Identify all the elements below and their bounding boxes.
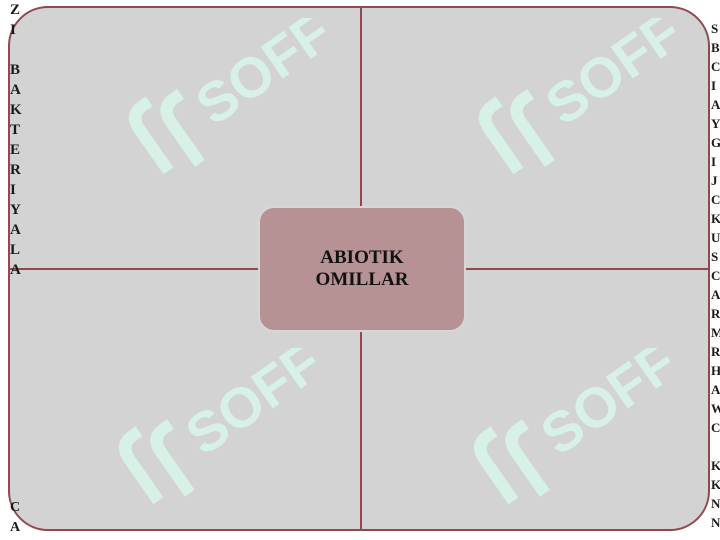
- right-edge-letter: B: [711, 40, 720, 55]
- right-edge-letter: C: [711, 420, 720, 435]
- right-edge-letter: A: [711, 97, 720, 112]
- left-edge-letter: A: [10, 262, 21, 278]
- right-edge-letter: I: [711, 154, 717, 169]
- left-edge-letter: A: [10, 82, 21, 98]
- left-edge-letter: A: [10, 222, 21, 238]
- right-edge-letter: C: [711, 268, 720, 283]
- center-node: ABIOTIK OMILLAR: [258, 206, 466, 332]
- right-edge-letter: [711, 437, 720, 456]
- watermark-text: SOFF: [184, 18, 342, 137]
- right-edge-letter: K: [711, 458, 720, 473]
- right-edge-letter: A: [711, 382, 720, 397]
- watermark-text: SOFF: [529, 348, 687, 467]
- left-edge-letter: K: [10, 102, 22, 118]
- left-edge-letter: T: [10, 122, 21, 138]
- left-edge-letter: A: [10, 520, 21, 535]
- right-edge-letter: N: [711, 496, 720, 511]
- watermark-logo: SOFF: [435, 330, 695, 508]
- right-edge-letter: J: [711, 173, 718, 188]
- left-edge-letter: Z: [10, 2, 21, 18]
- left-edge-letter: [10, 40, 22, 60]
- center-node-line-2: OMILLAR: [315, 269, 409, 290]
- center-node-line-1: ABIOTIK: [320, 247, 404, 268]
- watermark-text: SOFF: [174, 348, 332, 467]
- diagram-board: ABIOTIK OMILLAR SOFF SOFF SOFF: [8, 6, 710, 531]
- right-edge-letter: G: [711, 135, 720, 150]
- right-edge-letter: S: [711, 21, 719, 36]
- left-edge-letter: L: [10, 242, 21, 258]
- right-edge-letter: U: [711, 230, 720, 245]
- left-edge-letter: I: [10, 182, 16, 198]
- right-edge-letter: M: [711, 325, 720, 340]
- right-edge-letter: A: [711, 287, 720, 302]
- right-edge-letter: K: [711, 477, 720, 492]
- right-edge-text: S B C I A Y G I J C K U S C A R M R H A …: [711, 0, 720, 532]
- watermark-logo: SOFF: [440, 8, 700, 178]
- right-edge-letter: H: [711, 363, 720, 378]
- soff-logo-icon: SOFF: [118, 330, 333, 505]
- right-edge-letter: W: [711, 401, 720, 416]
- watermark-logo: SOFF: [80, 330, 340, 508]
- left-edge-bottom-text: C A: [10, 498, 20, 538]
- watermark-logo: SOFF: [90, 8, 350, 178]
- left-edge-letter: Y: [10, 202, 21, 218]
- soff-logo-icon: SOFF: [478, 8, 693, 175]
- soff-logo-icon: SOFF: [473, 330, 688, 505]
- right-edge-letter: I: [711, 78, 717, 93]
- right-edge-letter: K: [711, 211, 720, 226]
- soff-logo-icon: SOFF: [128, 8, 343, 175]
- right-edge-letter: R: [711, 344, 720, 359]
- right-edge-letter: [711, 0, 720, 19]
- right-edge-letter: C: [711, 192, 720, 207]
- right-edge-letter: Y: [711, 116, 720, 131]
- left-edge-text: Z I B A K T E R I Y A L A: [10, 0, 22, 280]
- left-edge-letter: R: [10, 162, 21, 178]
- right-edge-letter: N: [711, 515, 720, 530]
- watermark-text: SOFF: [534, 18, 692, 137]
- left-edge-letter: E: [10, 142, 21, 158]
- left-edge-letter: B: [10, 62, 21, 78]
- left-edge-letter: C: [10, 500, 21, 515]
- left-edge-letter: I: [10, 22, 16, 38]
- right-edge-letter: S: [711, 249, 719, 264]
- right-edge-letter: R: [711, 306, 720, 321]
- right-edge-letter: C: [711, 59, 720, 74]
